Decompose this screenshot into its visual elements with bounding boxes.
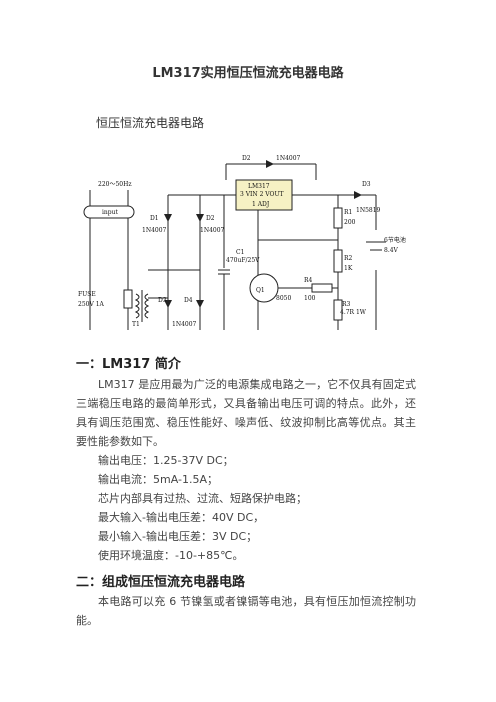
label-transformer: T1 xyxy=(132,321,140,328)
label-d34-part: 1N4007 xyxy=(172,321,197,328)
document-subtitle: 恒压恒流充电器电路 xyxy=(96,116,205,130)
label-c1-value: 470uF/25V xyxy=(226,257,260,264)
spec-item: 最小输入-输出电压差：3V DC； xyxy=(98,530,258,543)
label-r2-value: 1K xyxy=(344,265,353,272)
spec-item: 最大输入-输出电压差：40V DC， xyxy=(98,511,265,524)
label-ic: LM317 xyxy=(248,183,270,190)
label-fuse-rating: 250V 1A xyxy=(78,301,105,308)
label-r4-value: 100 xyxy=(304,295,316,302)
section-paragraph-charger: 本电路可以充 6 节镍氢或者镍镉等电池，具有恒压加恒流控制功能。 xyxy=(76,595,416,627)
section-heading-lm317: 一：LM317 简介 xyxy=(76,357,181,372)
label-d3: D3 xyxy=(158,297,167,304)
label-r4: R4 xyxy=(304,277,313,284)
spec-item: 使用环境温度：-10-+85℃。 xyxy=(98,549,244,562)
document-title: LM317实用恒压恒流充电器电路 xyxy=(152,66,344,81)
label-q1-part: 8050 xyxy=(276,295,291,302)
label-battery: 6节电池 xyxy=(384,236,406,244)
section-paragraph-lm317: LM317 是应用最为广泛的电源集成电路之一，它不仅具有固定式三端稳压电路的最简… xyxy=(76,378,416,448)
label-c1: C1 xyxy=(236,249,244,256)
circuit-schematic: 220～50Hz input FUSE 250V 1A T1 D1 1N4007… xyxy=(78,155,406,330)
label-d4: D4 xyxy=(184,297,193,304)
label-battery-voltage: 8.4V xyxy=(384,247,399,254)
label-input: input xyxy=(102,209,118,216)
spec-item: 输出电流：5mA-1.5A； xyxy=(98,473,218,486)
label-ic-adj: 1 ADJ xyxy=(252,201,270,208)
label-d2-top: D2 xyxy=(242,155,251,162)
spec-list: 输出电压：1.25-37V DC； 输出电流：5mA-1.5A； 芯片内部具有过… xyxy=(98,451,307,565)
label-d1: D1 xyxy=(150,215,159,222)
label-r2: R2 xyxy=(344,255,353,262)
spec-item: 输出电压：1.25-37V DC； xyxy=(98,454,234,467)
label-d3-out-part: 1N5819 xyxy=(356,207,381,214)
label-input-voltage: 220～50Hz xyxy=(98,181,131,188)
label-d2-top-part: 1N4007 xyxy=(276,155,301,162)
label-d3-out: D3 xyxy=(362,181,371,188)
label-ic-pins: 3 VIN 2 VOUT xyxy=(240,191,284,198)
label-d2: D2 xyxy=(206,215,215,222)
label-d1-part: 1N4007 xyxy=(142,227,167,234)
label-fuse: FUSE xyxy=(78,291,96,298)
label-d2-part: 1N4007 xyxy=(200,227,225,234)
label-q1: Q1 xyxy=(256,287,265,294)
label-r3: R3 xyxy=(342,301,351,308)
label-r1: R1 xyxy=(344,209,352,216)
section-heading-charger: 二：组成恒压恒流充电器电路 xyxy=(76,575,246,590)
label-r1-value: 200 xyxy=(344,219,356,226)
spec-item: 芯片内部具有过热、过流、短路保护电路； xyxy=(98,492,307,505)
label-r3-value: 4.7R 1W xyxy=(340,309,367,316)
